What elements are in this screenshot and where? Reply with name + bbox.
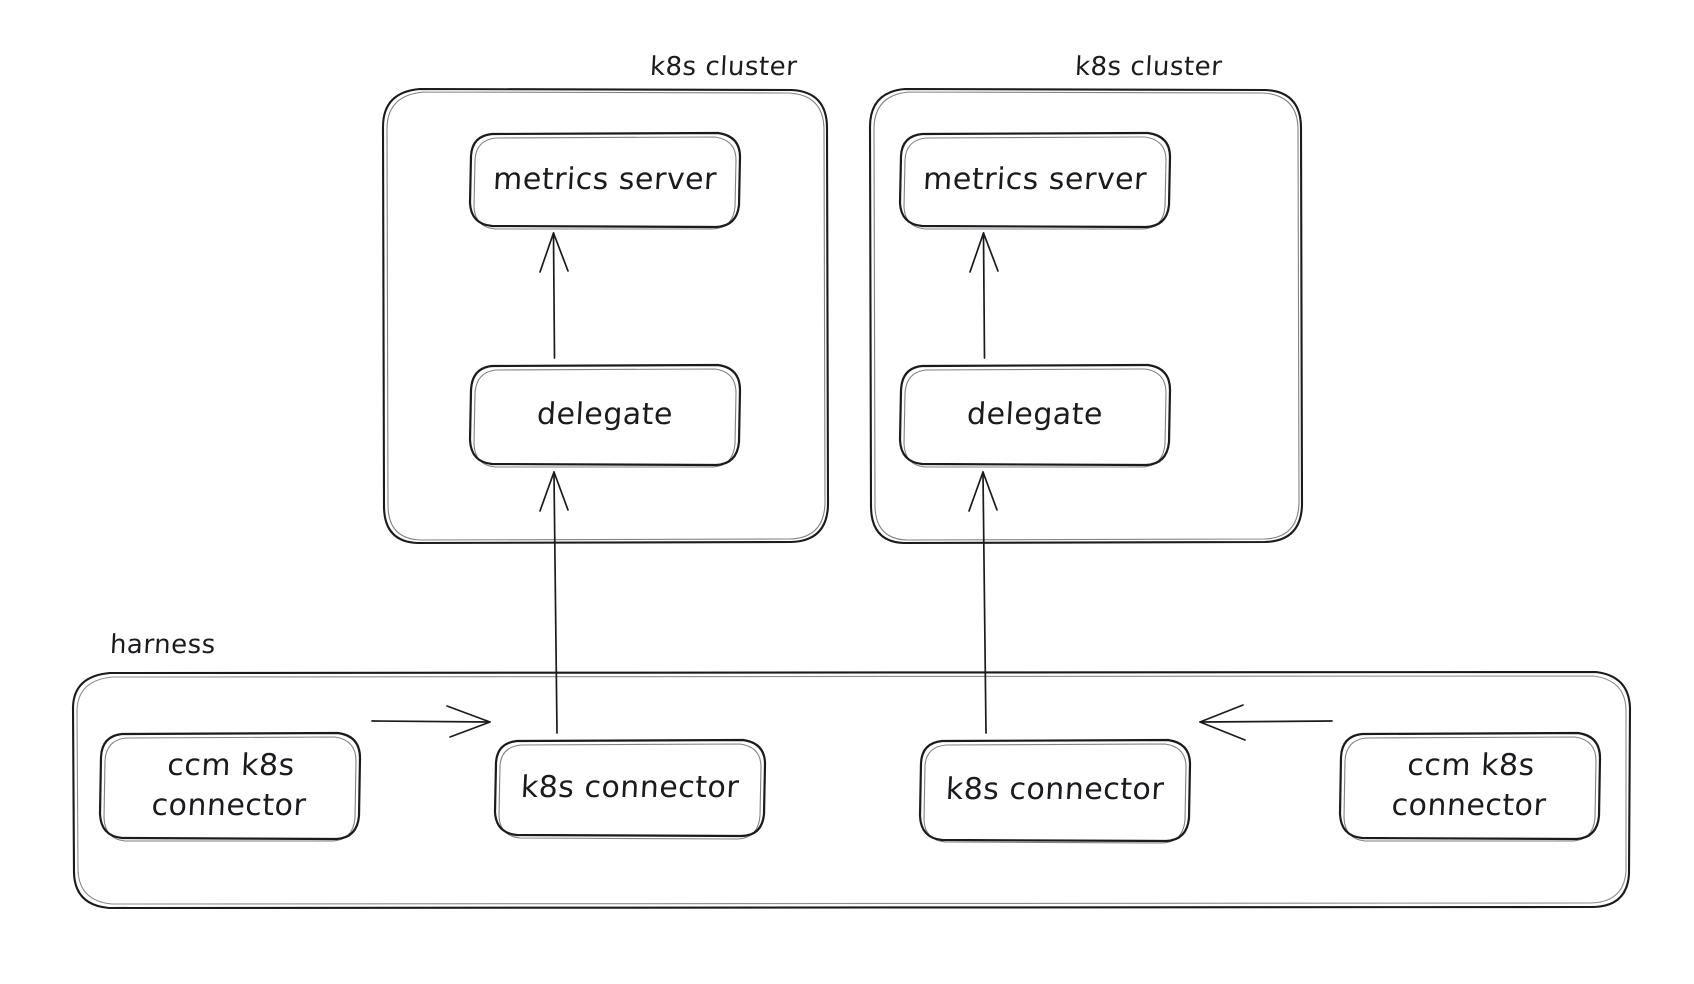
node-label-k8s-connector-right: k8s connector <box>944 772 1166 807</box>
group-label-harness: harness <box>109 630 217 660</box>
node-ccm-k8s-connector-right[interactable] <box>1338 731 1602 842</box>
node-label-k8s-connector-left: k8s connector <box>519 770 741 805</box>
node-delegate-right[interactable] <box>898 363 1172 468</box>
node-label-delegate-right: delegate <box>966 397 1104 432</box>
node-label-line-2: connector <box>150 788 308 823</box>
node-label-line-2: connector <box>1390 788 1548 823</box>
edge-ccm-to-k8s-connector-right <box>1199 704 1333 741</box>
node-label-line-1: ccm k8s <box>166 748 296 783</box>
edge-ccm-to-k8s-connector-left <box>371 705 491 738</box>
node-label-metrics-server-left: metrics server <box>492 162 718 197</box>
node-label-metrics-server-right: metrics server <box>922 162 1148 197</box>
edge-k8s-connector-to-delegate-left <box>539 471 569 734</box>
group-k8s-cluster-left[interactable] <box>381 87 830 545</box>
group-k8s-cluster-right[interactable] <box>868 87 1304 545</box>
node-metrics-server-left[interactable] <box>468 131 742 230</box>
node-label-delegate-left: delegate <box>536 397 674 432</box>
node-k8s-connector-left[interactable] <box>493 738 767 840</box>
edge-delegate-to-metrics-right <box>969 232 999 359</box>
group-label-k8s-cluster-left: k8s cluster <box>649 52 799 82</box>
node-ccm-k8s-connector-left[interactable] <box>98 731 362 842</box>
node-label-line-1: ccm k8s <box>1406 748 1536 783</box>
edge-delegate-to-metrics-left <box>539 232 569 359</box>
group-label-k8s-cluster-right: k8s cluster <box>1074 52 1224 82</box>
node-k8s-connector-right[interactable] <box>918 738 1192 844</box>
edge-k8s-connector-to-delegate-right <box>968 471 998 734</box>
node-label-ccm-k8s-connector-right: ccm k8s connector <box>1391 746 1550 826</box>
node-delegate-left[interactable] <box>468 363 742 468</box>
group-harness[interactable] <box>71 670 1632 910</box>
node-label-ccm-k8s-connector-left: ccm k8s connector <box>151 746 310 826</box>
node-metrics-server-right[interactable] <box>898 131 1172 230</box>
